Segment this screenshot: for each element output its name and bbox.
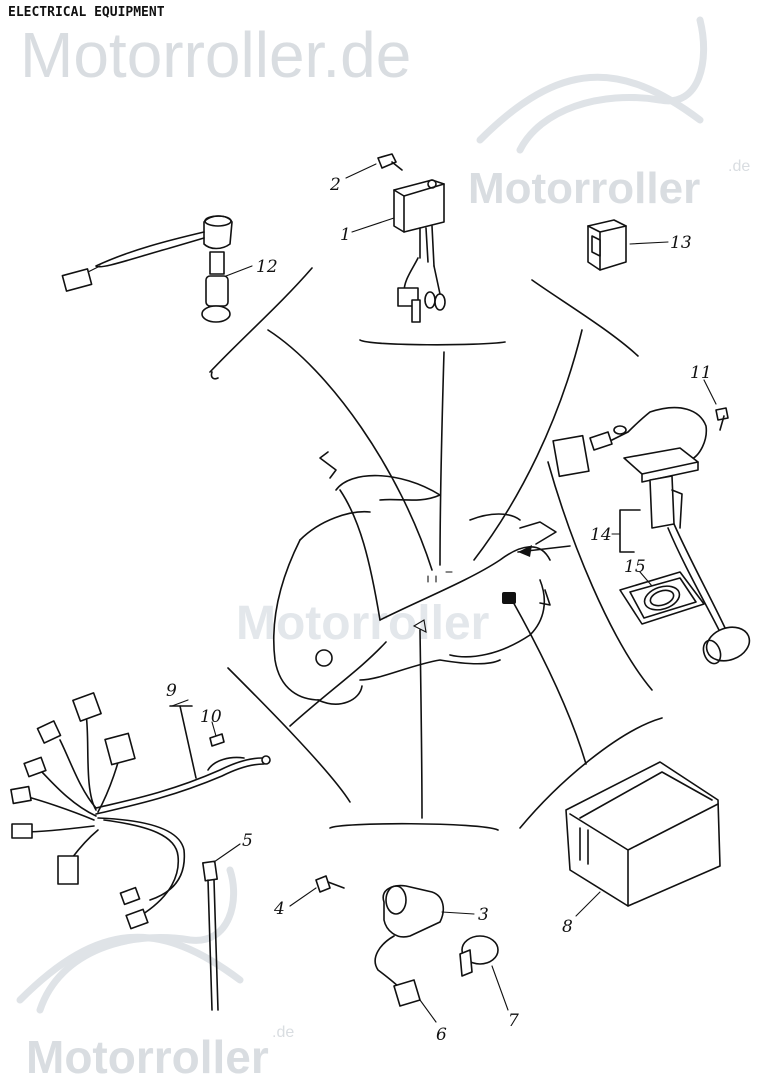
callout-3: 3 xyxy=(478,905,489,925)
connector-lines xyxy=(267,329,587,819)
watermark-top: Motorroller.de xyxy=(20,19,412,91)
callout-6: 6 xyxy=(436,1025,447,1045)
part-fuel-sender xyxy=(552,406,751,665)
callout-12: 12 xyxy=(256,257,278,277)
callout-7: 7 xyxy=(508,1011,519,1031)
part-main-switch xyxy=(61,215,233,323)
callout-9: 9 xyxy=(166,681,177,701)
callout-15: 15 xyxy=(624,557,646,577)
callout-8: 8 xyxy=(562,917,573,937)
watermark-bottom-suffix: .de xyxy=(272,1024,295,1041)
callout-5: 5 xyxy=(242,831,253,851)
page-title: ELECTRICAL EQUIPMENT xyxy=(8,5,165,20)
callout-numbers: 1 2 3 4 5 6 7 8 9 10 11 12 13 14 15 xyxy=(166,175,712,1045)
callout-2: 2 xyxy=(329,175,341,195)
callout-1: 1 xyxy=(340,225,351,245)
scooter-outline xyxy=(272,451,557,705)
part-screw-2 xyxy=(377,153,403,171)
watermark-middle: Motorroller xyxy=(468,164,701,213)
callout-11: 11 xyxy=(690,363,712,383)
callout-leaders xyxy=(171,163,717,1023)
part-relay xyxy=(587,219,627,271)
part-gasket xyxy=(619,571,705,625)
watermark-middle-suffix: .de xyxy=(728,158,751,175)
callout-10: 10 xyxy=(200,707,222,727)
callout-13: 13 xyxy=(670,233,692,253)
watermark-bottom: Motorroller xyxy=(26,1031,269,1083)
part-battery xyxy=(565,761,721,907)
part-cable-tie xyxy=(202,860,219,1011)
bracket-14 xyxy=(619,509,641,553)
part-bolt-4 xyxy=(315,875,345,893)
watermark-center: Motorroller xyxy=(236,597,490,650)
part-ignition-coil xyxy=(374,884,445,1007)
callout-4: 4 xyxy=(273,899,285,919)
part-wire-harness xyxy=(10,692,271,930)
callout-14: 14 xyxy=(590,525,612,545)
part-clamp xyxy=(209,733,225,747)
watermark-scooter-logo xyxy=(476,16,708,154)
part-cdi-unit xyxy=(393,179,446,323)
part-plug-cap xyxy=(459,935,499,977)
group-brackets xyxy=(209,267,663,831)
